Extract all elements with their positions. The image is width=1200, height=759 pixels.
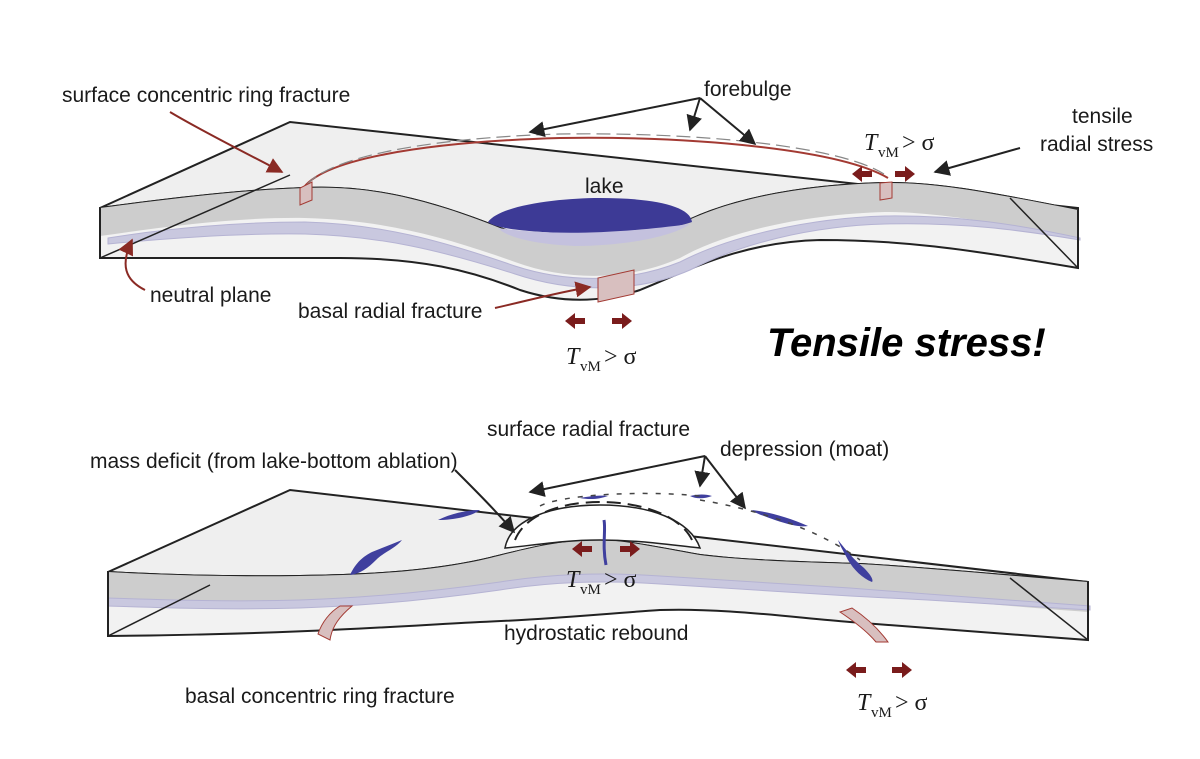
arrow-left-icon: [846, 662, 866, 678]
label-surface-ring-fracture: surface concentric ring fracture: [62, 84, 350, 107]
arrow-left-icon: [565, 313, 585, 329]
arrow-left-icon: [852, 166, 872, 182]
svg-text:T: T: [857, 690, 872, 716]
label-tensile: tensile: [1072, 105, 1133, 128]
bottom-stress-arrows: [572, 541, 912, 678]
label-radial-stress: radial stress: [1040, 133, 1153, 156]
label-depression-moat: depression (moat): [720, 438, 889, 461]
svg-text:T: T: [864, 130, 879, 156]
top-stress-arrows: [565, 166, 915, 329]
label-surface-radial-fracture: surface radial fracture: [487, 418, 690, 441]
svg-text:> σ: > σ: [604, 344, 637, 370]
surface-ring-fracture: [301, 136, 889, 191]
label-neutral-plane: neutral plane: [150, 284, 271, 307]
svg-text:> σ: > σ: [604, 567, 637, 593]
label-hydrostatic-rebound: hydrostatic rebound: [504, 622, 688, 645]
top-slab: [99, 120, 1081, 303]
svg-text:vM: vM: [878, 145, 899, 161]
svg-text:T: T: [566, 344, 581, 370]
label-basal-radial-fracture: basal radial fracture: [298, 300, 482, 323]
label-forebulge: forebulge: [704, 78, 792, 101]
tvm-top-right: T vM > σ: [864, 130, 935, 161]
arrow-left-icon: [572, 541, 592, 557]
arrow-right-icon: [892, 662, 912, 678]
lake: [488, 198, 692, 234]
basal-ring-fracture: [317, 605, 354, 641]
bottom-leaders: [454, 455, 746, 534]
top-slab-band: [100, 182, 1078, 276]
label-mass-deficit: mass deficit (from lake-bottom ablation): [90, 450, 458, 473]
headline-tensile-stress: Tensile stress!: [767, 321, 1046, 365]
moat-water: [438, 510, 480, 520]
mass-deficit-region: [504, 504, 702, 549]
moat-water: [838, 540, 873, 582]
svg-text:vM: vM: [580, 582, 601, 598]
bottom-slab: [107, 488, 1091, 643]
tvm-bottom-center: T vM > σ: [566, 567, 637, 598]
basal-ring-fracture: [838, 607, 889, 643]
tvm-top-center: T vM > σ: [566, 344, 637, 375]
top-leaders: [118, 97, 1021, 309]
top-neutral-plane: [107, 215, 1081, 289]
svg-text:T: T: [566, 567, 581, 593]
arrow-right-icon: [895, 166, 915, 182]
basal-radial-fracture: [597, 269, 635, 303]
moat-water: [752, 510, 808, 527]
svg-text:> σ: > σ: [895, 690, 928, 716]
svg-text:vM: vM: [580, 359, 601, 375]
label-basal-ring-fracture: basal concentric ring fracture: [185, 685, 455, 708]
arrow-right-icon: [612, 313, 632, 329]
arrow-right-icon: [620, 541, 640, 557]
tvm-bottom-right: T vM > σ: [857, 690, 928, 721]
moat-water: [580, 495, 608, 500]
moat-water: [690, 494, 712, 499]
svg-text:vM: vM: [871, 705, 892, 721]
label-lake: lake: [585, 175, 624, 198]
moat-water: [350, 540, 402, 575]
bottom-neutral-plane: [107, 573, 1091, 611]
svg-text:> σ: > σ: [902, 130, 935, 156]
